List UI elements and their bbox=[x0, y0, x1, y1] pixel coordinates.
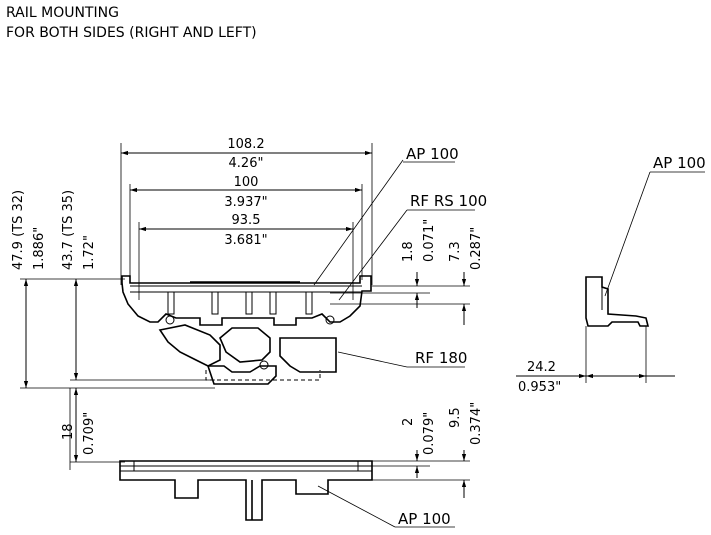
rail-profile-outline bbox=[119, 460, 373, 521]
dim-bot-a-mm: 2 bbox=[401, 418, 416, 426]
leader-rf180 bbox=[337, 351, 408, 368]
callout-ap100-top: AP 100 bbox=[406, 145, 459, 163]
rail-foot-outline bbox=[158, 324, 221, 367]
dim-top-b-in: 0.287" bbox=[469, 227, 484, 270]
end-plate-outline bbox=[121, 275, 372, 326]
dim-side-in: 0.953" bbox=[518, 380, 561, 395]
dim-rail-h-mm: 18 bbox=[61, 423, 76, 440]
dim-h-ts32-in: 1.886" bbox=[32, 227, 47, 270]
heading-line-1: RAIL MOUNTING bbox=[6, 5, 119, 21]
rail-hidden-line bbox=[205, 370, 321, 381]
dim-side-mm: 24.2 bbox=[527, 360, 556, 375]
dim-rail-h-in: 0.709" bbox=[82, 412, 97, 455]
leader-ap100-bottom bbox=[317, 485, 396, 528]
heading-line-2: FOR BOTH SIDES (RIGHT AND LEFT) bbox=[6, 25, 257, 41]
dim-inner-mm: 100 bbox=[234, 175, 259, 190]
dim-width-in: 4.26" bbox=[229, 156, 264, 171]
dim-width-mm: 108.2 bbox=[227, 137, 264, 152]
dim-bot-b-in: 0.374" bbox=[469, 402, 484, 445]
leader-ap100-side bbox=[604, 171, 651, 297]
leader-rfrs100 bbox=[338, 209, 408, 301]
callout-rf180: RF 180 bbox=[415, 349, 467, 367]
dim-bot-b-mm: 9.5 bbox=[448, 407, 463, 428]
dim-slot-in: 3.681" bbox=[224, 233, 267, 248]
dim-h-ts35-in: 1.72" bbox=[82, 235, 97, 270]
leader-ap100-top bbox=[313, 159, 404, 286]
dim-inner-in: 3.937" bbox=[224, 195, 267, 210]
dim-slot-mm: 93.5 bbox=[232, 213, 261, 228]
callout-ap100-side: AP 100 bbox=[653, 154, 706, 172]
dim-top-a-mm: 1.8 bbox=[401, 241, 416, 262]
dim-h-ts32-mm: 47.9 (TS 32) bbox=[11, 190, 26, 270]
callout-rfrs100: RF RS 100 bbox=[410, 192, 487, 210]
side-end-plate-outline bbox=[585, 276, 650, 327]
dim-h-ts35-mm: 43.7 (TS 35) bbox=[61, 190, 76, 270]
side-view bbox=[516, 171, 705, 383]
callout-ap100-bottom: AP 100 bbox=[398, 510, 451, 528]
dim-top-a-in: 0.071" bbox=[422, 219, 437, 262]
bottom-view: 18 0.709" bbox=[61, 388, 470, 528]
dim-top-b-mm: 7.3 bbox=[448, 241, 463, 262]
front-view: 108.2 4.26" 100 3.937" 93.5 3.681" 47.9 … bbox=[11, 137, 484, 389]
dim-bot-a-in: 0.079" bbox=[422, 412, 437, 455]
